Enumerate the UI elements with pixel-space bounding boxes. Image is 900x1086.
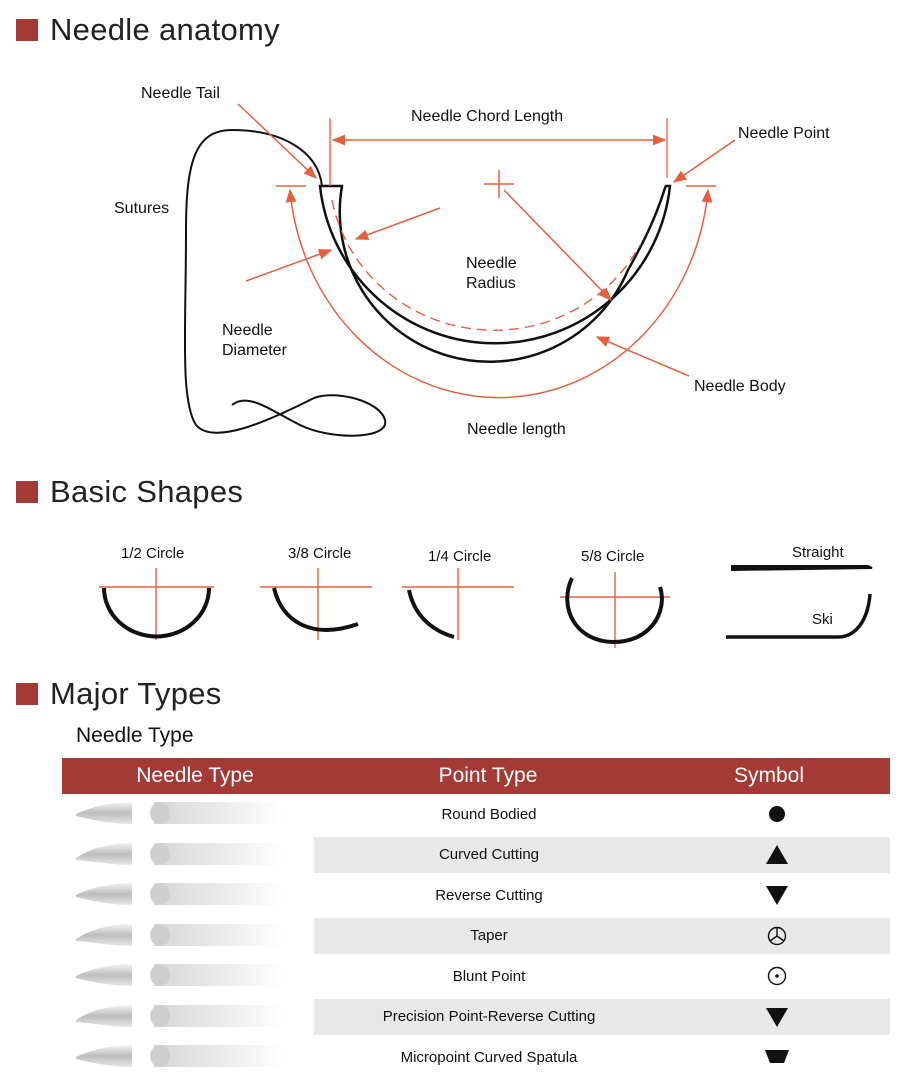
table-row: Micropoint Curved Spatula <box>62 1037 890 1078</box>
needle-illustration <box>62 956 314 997</box>
table-row: Precision Point-Reverse Cutting <box>62 997 890 1038</box>
svg-text:1/4 Circle: 1/4 Circle <box>428 548 491 565</box>
svg-text:Straight: Straight <box>792 544 845 561</box>
symbol-cell <box>664 924 890 948</box>
label-needle-tail: Needle Tail <box>141 85 220 102</box>
needle-illustration <box>62 997 314 1038</box>
label-needle-body: Needle Body <box>694 378 786 395</box>
suture-thread <box>183 128 387 437</box>
tail-arrow <box>237 103 317 179</box>
needle-illustration <box>62 875 314 916</box>
section-title: Needle anatomy <box>50 12 280 47</box>
needle-image <box>76 842 284 865</box>
radius-line <box>503 189 612 301</box>
point-arrow <box>672 139 736 183</box>
table-row: Blunt Point <box>62 956 890 997</box>
point-type-cell: Reverse Cutting <box>435 886 543 904</box>
row-band <box>314 836 890 873</box>
label-radius-2: Radius <box>466 275 516 292</box>
symbol-cell <box>664 883 890 907</box>
peace-circle-icon <box>767 926 787 945</box>
point-type-cell: Precision Point-Reverse Cutting <box>382 1008 596 1026</box>
svg-text:5/8 Circle: 5/8 Circle <box>581 548 644 565</box>
filled-circle-icon <box>769 806 785 823</box>
section-heading-shapes: Basic Shapes <box>16 474 243 510</box>
needle-illustration <box>62 916 314 957</box>
section-title: Basic Shapes <box>50 474 244 509</box>
point-type-cell: Round Bodied <box>441 805 537 823</box>
triangle-up-icon <box>766 844 788 864</box>
needle-image <box>76 1045 284 1067</box>
table-header: Needle Type Point Type Symbol <box>62 758 890 794</box>
needle-outline <box>318 184 672 363</box>
needle-image <box>76 1004 284 1027</box>
trapezoid-icon <box>765 1050 789 1064</box>
svg-text:3/8 Circle: 3/8 Circle <box>288 545 351 562</box>
symbol-cell <box>664 1045 890 1069</box>
triangle-down-icon <box>766 1007 788 1027</box>
shape-ski: Ski <box>726 593 872 639</box>
section-marker <box>16 481 38 503</box>
point-type-cell: Taper <box>470 927 508 945</box>
needle-image <box>76 802 284 824</box>
symbol-cell <box>664 843 890 867</box>
needle-illustration <box>62 1037 314 1078</box>
point-type-cell: Micropoint Curved Spatula <box>400 1048 578 1066</box>
shape-three-eighths-circle: 3/8 Circle <box>260 545 372 640</box>
table-subtitle: Needle Type <box>76 724 194 747</box>
symbol-cell <box>664 802 890 826</box>
needle-image <box>76 923 284 946</box>
body-arrow <box>595 336 690 377</box>
needle-length-arc <box>285 188 713 399</box>
section-heading-types: Major Types <box>16 676 222 712</box>
shape-five-eighths-circle: 5/8 Circle <box>560 548 670 648</box>
label-radius-1: Needle <box>466 255 517 272</box>
table-row: Taper <box>62 916 890 957</box>
needle-illustration <box>62 835 314 876</box>
section-marker <box>16 19 38 41</box>
shape-straight: Straight <box>731 544 873 572</box>
label-needle-length: Needle length <box>467 421 566 438</box>
section-title: Major Types <box>50 676 222 711</box>
needle-illustration <box>62 794 314 835</box>
svg-text:1/2 Circle: 1/2 Circle <box>121 545 184 562</box>
table-row: Reverse Cutting <box>62 875 890 916</box>
label-diameter-1: Needle <box>222 322 273 339</box>
section-marker <box>16 683 38 705</box>
shape-quarter-circle: 1/4 Circle <box>402 548 514 640</box>
row-band <box>314 998 890 1035</box>
label-sutures: Sutures <box>114 200 169 217</box>
dot-circle-icon <box>767 967 787 986</box>
label-diameter-2: Diameter <box>222 342 288 359</box>
needle-image <box>76 964 284 986</box>
point-type-cell: Blunt Point <box>452 967 526 985</box>
needle-type-table: Needle Type Point Type Symbol Round Bodi… <box>62 758 890 1078</box>
symbol-cell <box>664 1005 890 1029</box>
table-row: Curved Cutting <box>62 835 890 876</box>
section-heading-anatomy: Needle anatomy <box>16 12 280 48</box>
shape-half-circle: 1/2 Circle <box>99 545 214 640</box>
point-type-cell: Curved Cutting <box>438 846 540 864</box>
triangle-down-icon <box>766 886 788 906</box>
basic-shapes: 1/2 Circle 3/8 Circle 1/4 Circle 5/8 Cir… <box>99 544 873 648</box>
label-chord-length: Needle Chord Length <box>411 108 563 125</box>
needle-image <box>76 883 284 905</box>
svg-text:Ski: Ski <box>812 611 833 628</box>
header-needle-type: Needle Type <box>136 764 254 787</box>
needle-anatomy-diagram: Needle Tail Needle Chord Length Needle P… <box>114 85 830 438</box>
label-needle-point: Needle Point <box>738 125 830 142</box>
table-row: Round Bodied <box>62 794 890 835</box>
header-point-type: Point Type <box>438 764 538 787</box>
row-band <box>314 917 890 954</box>
symbol-cell <box>664 964 890 988</box>
header-symbol: Symbol <box>733 764 805 787</box>
